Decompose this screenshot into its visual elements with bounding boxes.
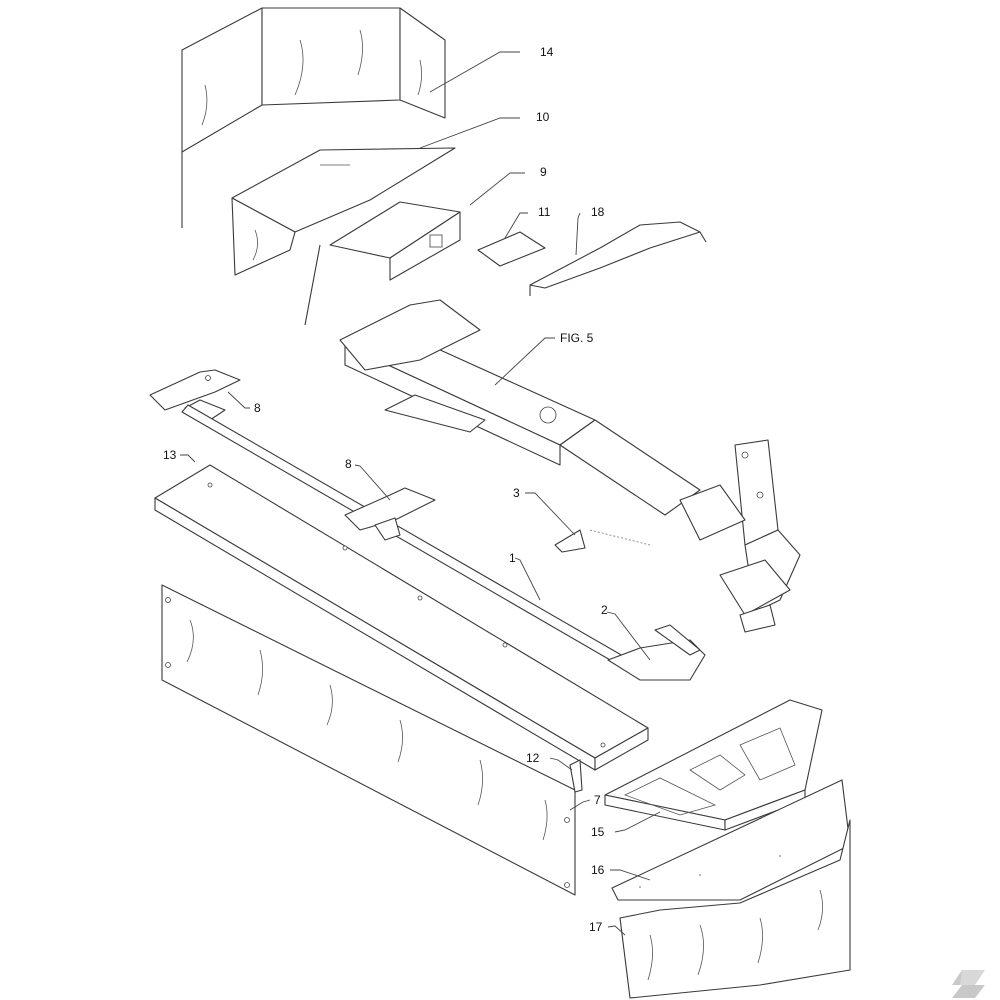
part-10-hood-cover xyxy=(231,147,456,276)
part-9-bracket xyxy=(304,201,461,326)
part-3-small-bracket xyxy=(554,529,586,553)
part-13-long-board xyxy=(154,464,649,771)
part-2-end-bracket xyxy=(607,624,706,681)
callout-18: 18 xyxy=(591,205,605,219)
callout-3: 3 xyxy=(513,486,520,500)
fig5-main-frame xyxy=(339,299,801,633)
callout-7: 7 xyxy=(594,793,601,807)
callout-8-middle: 8 xyxy=(345,457,352,471)
part-7-front-curtain xyxy=(161,584,576,896)
part-8-bracket-upper xyxy=(149,369,241,421)
part-8-bracket-middle xyxy=(344,487,436,541)
callout-16: 16 xyxy=(591,863,605,877)
leader-lines xyxy=(180,51,661,936)
part-14-rear-shield xyxy=(181,7,446,228)
part-17-rubber-flap xyxy=(619,819,851,999)
part-16-plate xyxy=(611,779,851,901)
part-18-angled-cover xyxy=(529,221,707,296)
callout-1: 1 xyxy=(509,551,516,565)
k-brand-logo-icon xyxy=(952,970,985,998)
callout-11: 11 xyxy=(538,205,551,219)
callout-9: 9 xyxy=(540,165,547,179)
callout-17: 17 xyxy=(589,920,603,934)
callout-2: 2 xyxy=(601,603,608,617)
callout-labels: 14 10 9 11 18 FIG. 5 8 13 8 3 1 2 12 7 1… xyxy=(163,45,608,934)
part-12-hook xyxy=(569,759,583,793)
callout-10: 10 xyxy=(536,110,550,124)
callout-12: 12 xyxy=(526,751,540,765)
callout-8-upper: 8 xyxy=(254,401,261,415)
callout-14: 14 xyxy=(540,45,554,59)
part-11-small-plate xyxy=(477,231,546,267)
callout-15: 15 xyxy=(591,825,605,839)
part-15-frame xyxy=(604,699,823,831)
callout-13: 13 xyxy=(163,448,177,462)
callout-fig5: FIG. 5 xyxy=(560,331,594,345)
